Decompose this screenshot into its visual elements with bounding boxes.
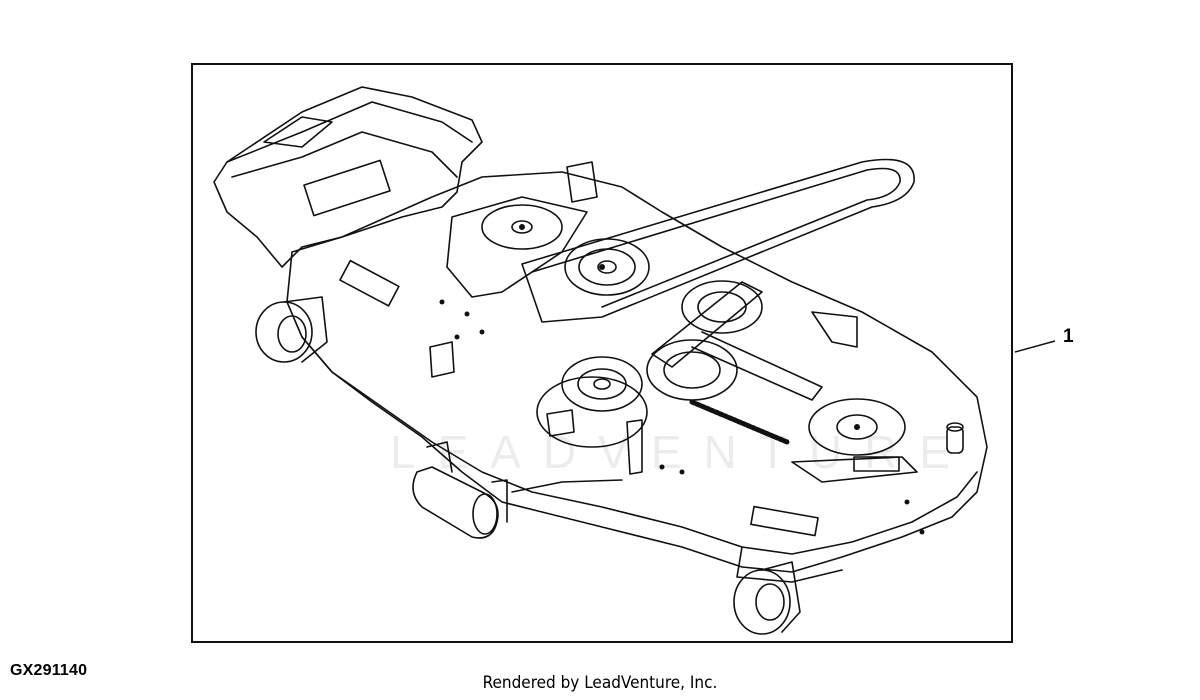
discharge-chute [213, 86, 483, 268]
tension-spring [689, 399, 790, 445]
callout-number: 1 [1063, 326, 1074, 347]
figure-id: GX291140 [10, 662, 88, 679]
rear-roller [412, 466, 499, 539]
figure-frame [191, 63, 1013, 643]
drive-belt [521, 158, 915, 323]
watermark-text: LEADVENTURE [390, 426, 972, 478]
deck-shell [286, 171, 988, 573]
mower-deck-drawing [213, 86, 988, 635]
footer-credit: Rendered by LeadVenture, Inc. [482, 673, 718, 693]
